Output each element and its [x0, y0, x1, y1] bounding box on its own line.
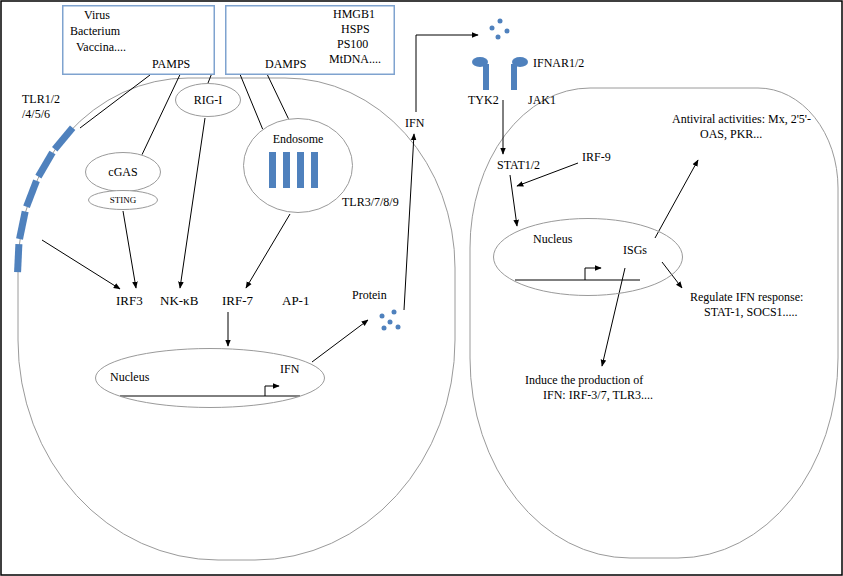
- cytokine-label: IFN: [405, 116, 424, 131]
- ellipse-shape: [244, 119, 353, 213]
- node-text: IFN: [280, 362, 299, 376]
- arrow: [180, 118, 205, 288]
- nucleus-ellipse: NucleusISGs: [493, 218, 683, 296]
- receptor-bar: [14, 244, 22, 272]
- sensing-line: [142, 75, 180, 155]
- pamps-box: VirusBacteriumVaccina.... PAMPS: [62, 5, 215, 75]
- receptor-head: [512, 57, 528, 67]
- node-text: Nucleus: [110, 370, 149, 384]
- endosome-ellipse: Endosome: [243, 118, 353, 213]
- ellipse-shape: [176, 84, 241, 117]
- arrow: [404, 134, 414, 310]
- node-text: STING: [110, 193, 137, 207]
- kinase-label: TYK2: [468, 93, 499, 108]
- dna-line: [120, 396, 300, 397]
- pathogen-name: Virus: [84, 8, 110, 22]
- node-text: RIG-I: [194, 93, 223, 107]
- node-text: ISGs: [623, 243, 647, 257]
- pathway-arrows: [42, 35, 698, 396]
- pathogen-name: Bacterium: [70, 24, 120, 38]
- ellipse-shape: [96, 349, 325, 408]
- receptor-label: TLR3/7/8/9: [342, 195, 399, 210]
- pathogen-name: Vaccina....: [76, 40, 126, 54]
- receptor-bar: [23, 179, 39, 208]
- arrow: [602, 268, 625, 366]
- receptor-bar: [35, 151, 55, 179]
- sensing-line: [268, 75, 289, 119]
- receptor-chain: [483, 64, 489, 90]
- function-note: Antiviral activities: Mx, 2'5'-OAS, PKR.…: [672, 112, 822, 142]
- receptor-bar: [283, 152, 290, 188]
- receptor-label: IFNAR1/2: [533, 56, 584, 71]
- promoter-arrow: [265, 386, 279, 396]
- receptor-bar: [52, 125, 75, 151]
- receptor-chain: [511, 64, 517, 90]
- box-shape: [63, 6, 215, 75]
- group-heading: PAMPS: [152, 57, 190, 71]
- group-heading: DAMPS: [265, 57, 306, 71]
- arrow: [312, 320, 368, 362]
- arrow: [246, 214, 290, 288]
- damp-name: PS100: [337, 37, 368, 51]
- function-note: Regulate IFN response: STAT-1, SOCS1....…: [690, 290, 830, 320]
- factor-label: NK-κB: [160, 293, 198, 308]
- promoter-arrow: [585, 268, 601, 280]
- receptor-bar: [16, 211, 29, 240]
- factor-label: IRF-9: [582, 150, 611, 165]
- rig-i-ellipse: RIG-I: [175, 83, 241, 117]
- node-text: Nucleus: [533, 232, 572, 246]
- endosome-tlr-receptors: [269, 152, 318, 188]
- box-shape: [226, 6, 395, 75]
- receptor-bar: [297, 152, 304, 188]
- receptor-bar: [269, 152, 276, 188]
- arrow: [228, 312, 229, 346]
- ifnar-receptor: [472, 57, 528, 90]
- factor-label: IRF-7: [222, 293, 253, 308]
- ellipse-outline: [493, 218, 683, 296]
- sensing-line: [240, 75, 262, 129]
- damp-name: HMGB1: [333, 7, 375, 21]
- node-text: Endosome: [273, 132, 324, 146]
- tlr-receptors: [14, 125, 75, 272]
- damp-name: HSPS: [341, 22, 370, 36]
- sensing-line: [80, 75, 150, 128]
- producing-cell: [18, 78, 455, 560]
- factor-label: IRF3: [116, 293, 143, 308]
- nucleus-ellipse: Nucleus IFN: [95, 348, 325, 408]
- ellipse-shape: [89, 191, 158, 210]
- ellipse-shape: [494, 219, 683, 296]
- arrow: [510, 175, 517, 226]
- receptor-head: [472, 57, 488, 67]
- factor-label: STAT1/2: [497, 158, 540, 173]
- protein-label: Protein: [352, 288, 387, 303]
- function-note: Induce the production of IFN: IRF-3/7, T…: [525, 373, 660, 403]
- node-text: cGAS: [108, 165, 137, 179]
- arrow: [655, 160, 698, 238]
- protein-dots: [380, 310, 401, 331]
- arrow: [42, 240, 120, 289]
- ellipse-shape: [86, 153, 161, 192]
- sensing-line: [208, 75, 211, 83]
- arrow: [503, 100, 504, 154]
- damps-box: HMGB1HSPSPS100MtDNA.... DAMPS: [225, 5, 395, 75]
- damp-name: MtDNA....: [329, 52, 381, 66]
- receptor-bar: [311, 152, 318, 188]
- cgas-ellipse: cGAS: [85, 152, 161, 192]
- factor-label: AP-1: [282, 293, 309, 308]
- sting-ellipse: STING: [88, 190, 158, 210]
- arrow: [123, 211, 136, 288]
- receptor-label: TLR1/2 /4/5/6: [22, 92, 72, 122]
- target-cell: [470, 88, 838, 558]
- ifn-dots: [490, 19, 510, 40]
- kinase-label: JAK1: [528, 93, 556, 108]
- dna-line: [515, 280, 640, 281]
